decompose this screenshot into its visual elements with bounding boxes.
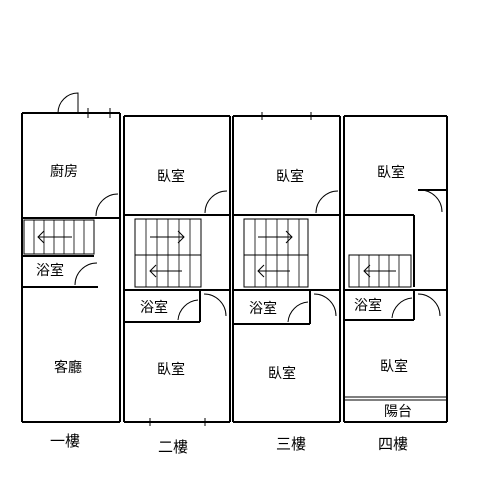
floor-label: 一樓 [50, 432, 80, 450]
room-label: 臥室 [377, 164, 405, 181]
floor-4: 浴室 臥室 臥室 陽台 [343, 115, 448, 423]
room-label: 臥室 [157, 361, 185, 378]
room-label: 浴室 [249, 300, 277, 317]
room-label: 臥室 [157, 168, 185, 185]
stairs-icon [243, 218, 309, 288]
floor-2: 浴室 臥室 臥室 [123, 115, 231, 426]
floor-label: 四樓 [378, 435, 408, 453]
floor-label: 二樓 [158, 438, 188, 456]
stairs-icon [348, 254, 412, 288]
floor-label: 三樓 [276, 435, 306, 453]
bedroom-door-icon [417, 293, 441, 317]
bath-door-icon [391, 297, 413, 319]
room-label: 臥室 [268, 365, 296, 382]
bedroom-door-icon [419, 189, 443, 213]
bedroom-door-icon [203, 293, 227, 317]
floor-1: 浴室 廚房 客廳 [21, 92, 121, 423]
bath-door-icon [177, 299, 199, 321]
room-label: 浴室 [354, 297, 382, 314]
stairs-icon [134, 218, 202, 288]
kitchen-door-icon [95, 193, 119, 217]
bath-door-icon [74, 262, 98, 286]
floor-3: 浴室 臥室 臥室 [232, 112, 341, 423]
bedroom-door-icon [204, 190, 228, 214]
entry-door-icon [57, 92, 79, 114]
bedroom-door-icon [313, 293, 337, 317]
stairs-icon [23, 219, 95, 255]
room-label: 臥室 [276, 168, 304, 185]
room-label: 客廳 [54, 359, 82, 376]
room-label: 陽台 [384, 404, 412, 420]
room-label: 廚房 [50, 163, 78, 180]
room-label: 浴室 [36, 262, 64, 279]
room-label: 臥室 [380, 358, 408, 375]
bath-door-icon [287, 301, 309, 323]
room-label: 浴室 [140, 299, 168, 316]
bedroom-door-icon [315, 190, 339, 214]
